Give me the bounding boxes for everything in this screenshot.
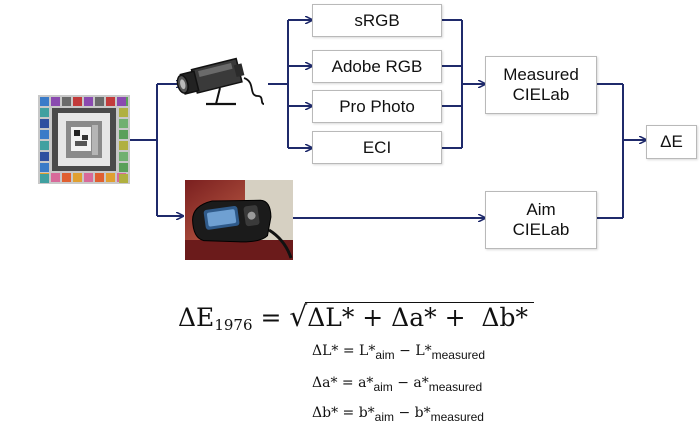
delta-l-sub-aim: aim xyxy=(375,348,395,362)
delta-a-sub-aim: aim xyxy=(373,380,393,394)
target-patch xyxy=(62,97,71,106)
target-patch xyxy=(106,97,115,106)
target-patch xyxy=(119,152,128,161)
delta-a-sub-measured: measured xyxy=(428,380,483,394)
target-patch xyxy=(62,173,71,182)
target-patch xyxy=(40,152,49,161)
target-patch xyxy=(73,173,82,182)
aim-label-line2: CIELab xyxy=(512,220,570,239)
target-patch xyxy=(73,97,82,106)
delta-e-label: ΔE xyxy=(660,132,683,151)
delta-e-box: ΔE xyxy=(646,125,697,159)
measured-cielab-box: Measured CIELab xyxy=(485,56,597,114)
adobe-rgb-label: Adobe RGB xyxy=(331,56,423,76)
target-patch xyxy=(51,97,60,106)
delta-l-equation: ΔL* = L*aim − L*measured xyxy=(312,343,485,362)
pro-photo-label: Pro Photo xyxy=(339,96,415,116)
target-patch xyxy=(117,97,126,106)
delta-a-lhs: Δa* = a* xyxy=(312,375,374,391)
target-patch xyxy=(40,163,49,172)
target-patch xyxy=(95,97,104,106)
delta-b-equation: Δb* = b*aim − b*measured xyxy=(312,405,484,424)
delta-b-mid: − b* xyxy=(394,405,431,421)
eq-main-equals: = xyxy=(252,303,290,332)
delta-b-lhs: Δb* = b* xyxy=(312,405,375,421)
delta-a-equation: Δa* = a*aim − a*measured xyxy=(312,375,482,394)
target-patch xyxy=(40,108,49,117)
aim-label-line1: Aim xyxy=(526,200,556,219)
target-patch xyxy=(40,141,49,150)
target-patch xyxy=(119,119,128,128)
target-patch xyxy=(84,173,93,182)
delta-b-sub-measured: measured xyxy=(430,410,484,424)
spectrophotometer-photo xyxy=(185,180,293,260)
pro-photo-box: Pro Photo xyxy=(312,90,442,123)
eci-box: ECI xyxy=(312,131,442,164)
eq-main-subscript: 1976 xyxy=(214,316,253,334)
delta-e-1976-equation: ΔE1976 = √ΔL* + Δa* + Δb* xyxy=(178,300,534,334)
eci-label: ECI xyxy=(362,137,392,157)
delta-a-mid: − a* xyxy=(392,375,429,391)
target-patch xyxy=(40,174,49,183)
eq-main-lhs: ΔE xyxy=(178,303,215,332)
target-patch xyxy=(40,130,49,139)
target-patch xyxy=(95,173,104,182)
eq-radicand: ΔL* + Δa* + Δb* xyxy=(305,302,534,332)
target-patch xyxy=(40,119,49,128)
color-target-image xyxy=(38,95,130,184)
target-patch xyxy=(84,97,93,106)
adobe-rgb-box: Adobe RGB xyxy=(312,50,442,83)
target-patch xyxy=(106,173,115,182)
target-patch xyxy=(119,141,128,150)
target-patch xyxy=(40,97,49,106)
target-patch xyxy=(119,174,128,183)
target-patch xyxy=(119,163,128,172)
delta-l-lhs: ΔL* = L* xyxy=(312,343,376,359)
camera-icon xyxy=(176,57,265,106)
srgb-label: sRGB xyxy=(354,10,400,30)
srgb-box: sRGB xyxy=(312,4,442,37)
measured-label-line2: CIELab xyxy=(512,85,570,104)
delta-b-sub-aim: aim xyxy=(374,410,395,424)
sqrt-sign: √ xyxy=(289,300,308,333)
aim-cielab-box: Aim CIELab xyxy=(485,191,597,249)
measured-label-line1: Measured xyxy=(503,65,579,84)
target-patch xyxy=(119,130,128,139)
target-patch xyxy=(119,108,128,117)
delta-l-mid: − L* xyxy=(394,343,432,359)
delta-l-sub-measured: measured xyxy=(431,348,485,362)
target-patch xyxy=(51,173,60,182)
